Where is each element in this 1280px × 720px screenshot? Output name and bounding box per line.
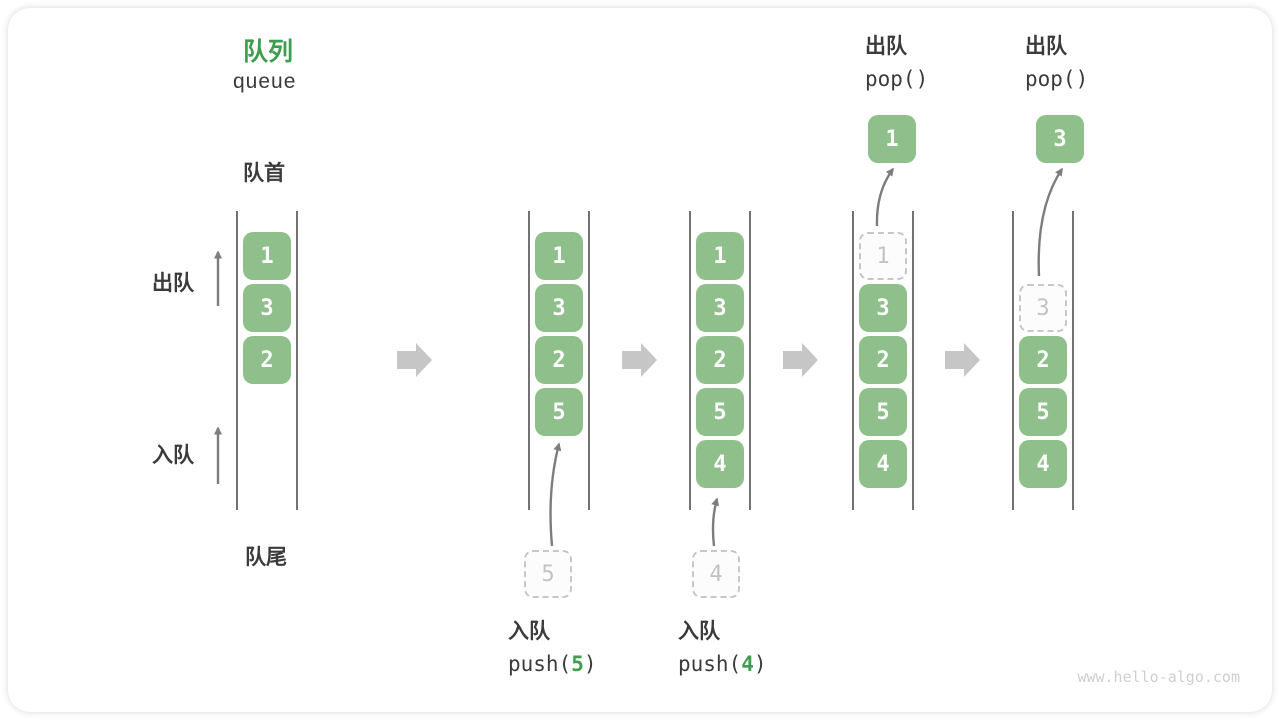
- queue-cell: 3: [859, 284, 907, 332]
- annotation-code: pop(): [1025, 67, 1088, 91]
- pending-enqueue-cell: 4: [692, 550, 740, 598]
- diagram-title-en: queue: [233, 70, 297, 93]
- annotation-zh-label: 出队: [1025, 35, 1067, 58]
- queue-cell: 3: [535, 284, 583, 332]
- annotation-zh-label: 入队: [678, 620, 720, 643]
- operation-annotation: 出队 pop(): [1025, 30, 1088, 91]
- operation-arrow: [549, 442, 562, 547]
- popped-cell: 1: [868, 115, 916, 163]
- queue-cell: 2: [1019, 336, 1067, 384]
- queue-cell: 1: [243, 232, 291, 280]
- code-pre: pop(): [1025, 67, 1089, 91]
- popped-cell: 3: [1036, 115, 1084, 163]
- transition-arrow-icon: [945, 343, 980, 377]
- operation-arrow: [875, 167, 894, 227]
- watermark: www.hello-algo.com: [1077, 668, 1240, 686]
- annotation-code: push(4): [678, 652, 767, 676]
- operation-arrow: [1037, 167, 1063, 277]
- queue-cell: 2: [859, 336, 907, 384]
- queue-cell: 4: [696, 440, 744, 488]
- code-pre: push(: [508, 652, 572, 676]
- queue-cell: 5: [859, 388, 907, 436]
- annotation-zh-label: 出队: [865, 35, 907, 58]
- queue-cell: 5: [696, 388, 744, 436]
- queue-cell: 2: [535, 336, 583, 384]
- code-pre: push(: [678, 652, 742, 676]
- queue-cell: 1: [535, 232, 583, 280]
- operation-annotation: 入队 push(4): [678, 615, 767, 676]
- queue-cell: 3: [696, 284, 744, 332]
- queue-cell: 5: [535, 388, 583, 436]
- diagram-title-zh: 队列: [243, 38, 294, 66]
- code-arg: 4: [741, 652, 754, 676]
- label-queue-front: 队首: [243, 162, 285, 185]
- transition-arrow-icon: [622, 343, 657, 377]
- code-post: ): [753, 652, 767, 676]
- annotation-zh-label: 入队: [508, 620, 550, 643]
- queue-cell: 1: [696, 232, 744, 280]
- queue-cell: 5: [1019, 388, 1067, 436]
- code-pre: pop(): [865, 67, 929, 91]
- operation-annotation: 出队 pop(): [865, 30, 928, 91]
- queue-cell: 4: [1019, 440, 1067, 488]
- queue-cell: 2: [243, 336, 291, 384]
- transition-arrow-icon: [397, 343, 432, 377]
- annotation-code: pop(): [865, 67, 928, 91]
- queue-cell: 3: [243, 284, 291, 332]
- operation-annotation: 入队 push(5): [508, 615, 597, 676]
- queue-cell: 2: [696, 336, 744, 384]
- annotation-code: push(5): [508, 652, 597, 676]
- label-dequeue-side: 出队: [152, 272, 194, 295]
- queue-cell: 4: [859, 440, 907, 488]
- code-arg: 5: [571, 652, 584, 676]
- label-queue-rear: 队尾: [245, 546, 287, 569]
- code-post: ): [583, 652, 597, 676]
- queue-cell-removed: 1: [859, 232, 907, 280]
- operation-arrow: [711, 497, 720, 547]
- pending-enqueue-cell: 5: [524, 550, 572, 598]
- transition-arrow-icon: [783, 343, 818, 377]
- label-enqueue-side: 入队: [152, 444, 194, 467]
- queue-cell-removed: 3: [1019, 284, 1067, 332]
